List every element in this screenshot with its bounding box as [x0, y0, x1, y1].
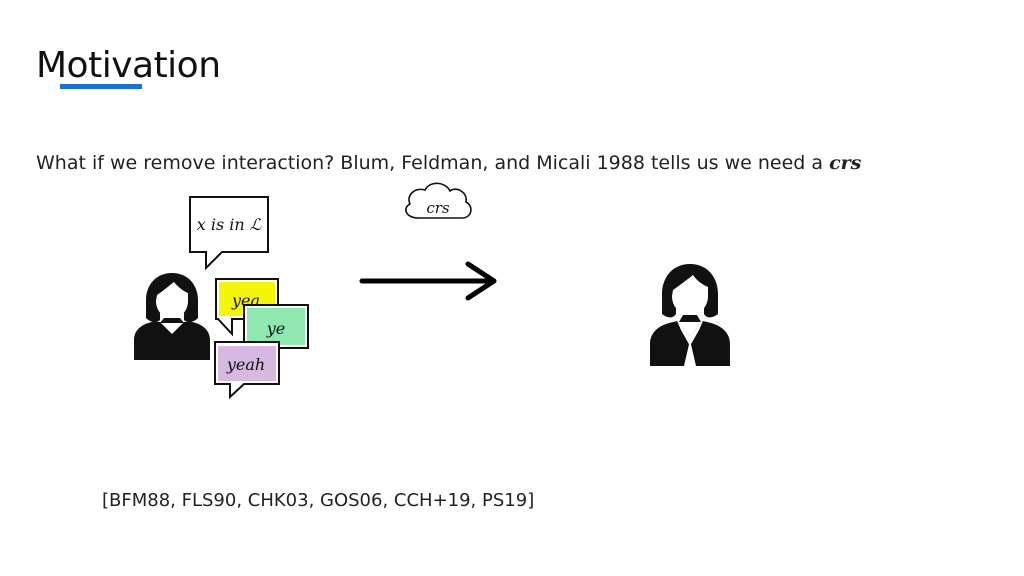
verifier-person-icon	[650, 264, 730, 366]
body-text: What if we remove interaction? Blum, Fel…	[36, 151, 861, 175]
reply-bubble-yeah: yeah	[214, 341, 280, 400]
title-underline	[60, 84, 142, 89]
reply-highlight-yeah	[218, 346, 276, 381]
cloud-label: crs	[426, 199, 450, 217]
statement-text: x is in ℒ	[197, 215, 262, 234]
prover-person-icon	[134, 273, 210, 360]
arrow-right-icon	[359, 261, 497, 301]
references: [BFM88, FLS90, CHK03, GOS06, CCH+19, PS1…	[102, 490, 535, 511]
slide-title: Motivation	[36, 45, 221, 86]
statement-bubble: x is in ℒ	[189, 196, 269, 271]
cloud-icon: crs	[405, 182, 472, 219]
reply-text-yeah: yeah	[226, 355, 265, 374]
body-text-crs: crs	[829, 152, 862, 174]
reply-text-ye: ye	[266, 319, 286, 338]
reply-highlight-ye	[247, 308, 305, 345]
body-text-plain: What if we remove interaction? Blum, Fel…	[36, 152, 830, 174]
